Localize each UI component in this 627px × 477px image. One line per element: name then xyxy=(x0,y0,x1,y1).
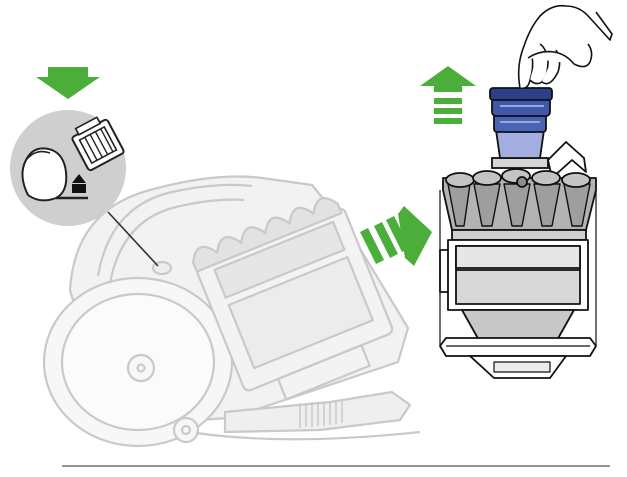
right-arrow-icon xyxy=(360,206,432,266)
cyclone-shroud-handle xyxy=(490,88,552,168)
detached-bin xyxy=(440,142,596,378)
up-arrow-icon xyxy=(420,66,476,124)
hand-icon xyxy=(519,6,612,89)
vacuum-cleaner xyxy=(44,177,420,447)
bin-collar xyxy=(452,230,586,240)
down-arrow-icon xyxy=(36,67,100,99)
bin-base xyxy=(440,338,596,356)
release-button-badge xyxy=(10,110,126,226)
